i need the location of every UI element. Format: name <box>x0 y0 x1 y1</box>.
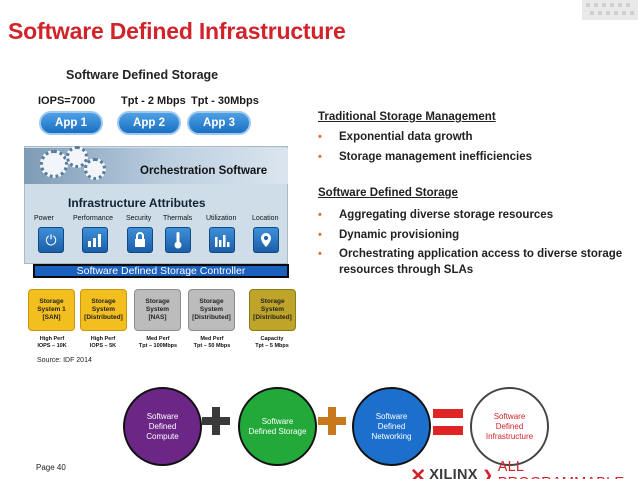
chevron-right-icon: ❯ <box>482 468 493 479</box>
page-number: Page 40 <box>36 463 66 472</box>
xilinx-logo: XILINX ❯ ALL PROGRAMMABLE. <box>412 459 638 479</box>
traditional-heading: Traditional Storage Management <box>318 111 496 123</box>
orchestration-label: Orchestration Software <box>140 165 268 177</box>
utilization-icon <box>209 227 235 253</box>
infra-attributes-label: Infrastructure Attributes <box>68 196 206 210</box>
location-pin-icon <box>253 227 279 253</box>
sds-controller-label: Software Defined Storage Controller <box>33 264 289 278</box>
xilinx-x-icon <box>412 468 425 479</box>
bullet-icon: • <box>318 229 322 241</box>
bullet-icon: • <box>318 248 322 260</box>
bullet-icon: • <box>318 151 322 163</box>
attr-utilization-label: Utilization <box>206 215 237 222</box>
gear-icon-small-2 <box>84 158 106 180</box>
thermometer-icon <box>165 227 191 253</box>
networking-circle: Software Defined Networking <box>352 387 431 466</box>
sds-heading: Software Defined Storage <box>318 187 458 199</box>
bullet-icon: • <box>318 209 322 221</box>
plus-icon <box>202 407 230 435</box>
equals-icon <box>433 409 463 435</box>
plus-icon-orange <box>318 407 346 435</box>
attr-power-label: Power <box>34 215 54 222</box>
diagram-heading: Software Defined Storage <box>66 68 219 82</box>
attr-thermals-label: Thermals <box>163 215 193 222</box>
power-icon: ⏻ <box>38 227 64 253</box>
gear-icon-small <box>66 146 88 168</box>
app1-pill: App 1 <box>39 111 103 135</box>
source-note: Source: IDF 2014 <box>37 357 92 364</box>
app3-pill: App 3 <box>187 111 251 135</box>
compute-circle: Software Defined Compute <box>123 387 202 466</box>
app2-pill: App 2 <box>117 111 181 135</box>
slide-title: Software Defined Infrastructure <box>8 18 346 44</box>
lock-icon <box>127 227 153 253</box>
attr-security-label: Security <box>126 215 152 222</box>
app1-metric: IOPS=7000 <box>38 95 96 107</box>
attr-performance-label: Performance <box>73 215 114 222</box>
bullet-icon: • <box>318 131 322 143</box>
gear-icon <box>40 150 68 178</box>
brand-name: XILINX <box>429 467 478 479</box>
corner-decoration <box>582 0 638 20</box>
storage-circle: Software Defined Storage <box>238 387 317 466</box>
app3-metric: Tpt - 30Mbps <box>191 95 259 107</box>
app2-metric: Tpt - 2 Mbps <box>121 95 186 107</box>
bar-chart-icon <box>82 227 108 253</box>
infrastructure-circle: Software Defined Infrastructure <box>470 387 549 466</box>
brand-tagline: ALL PROGRAMMABLE. <box>497 459 629 479</box>
attr-location-label: Location <box>252 215 279 222</box>
